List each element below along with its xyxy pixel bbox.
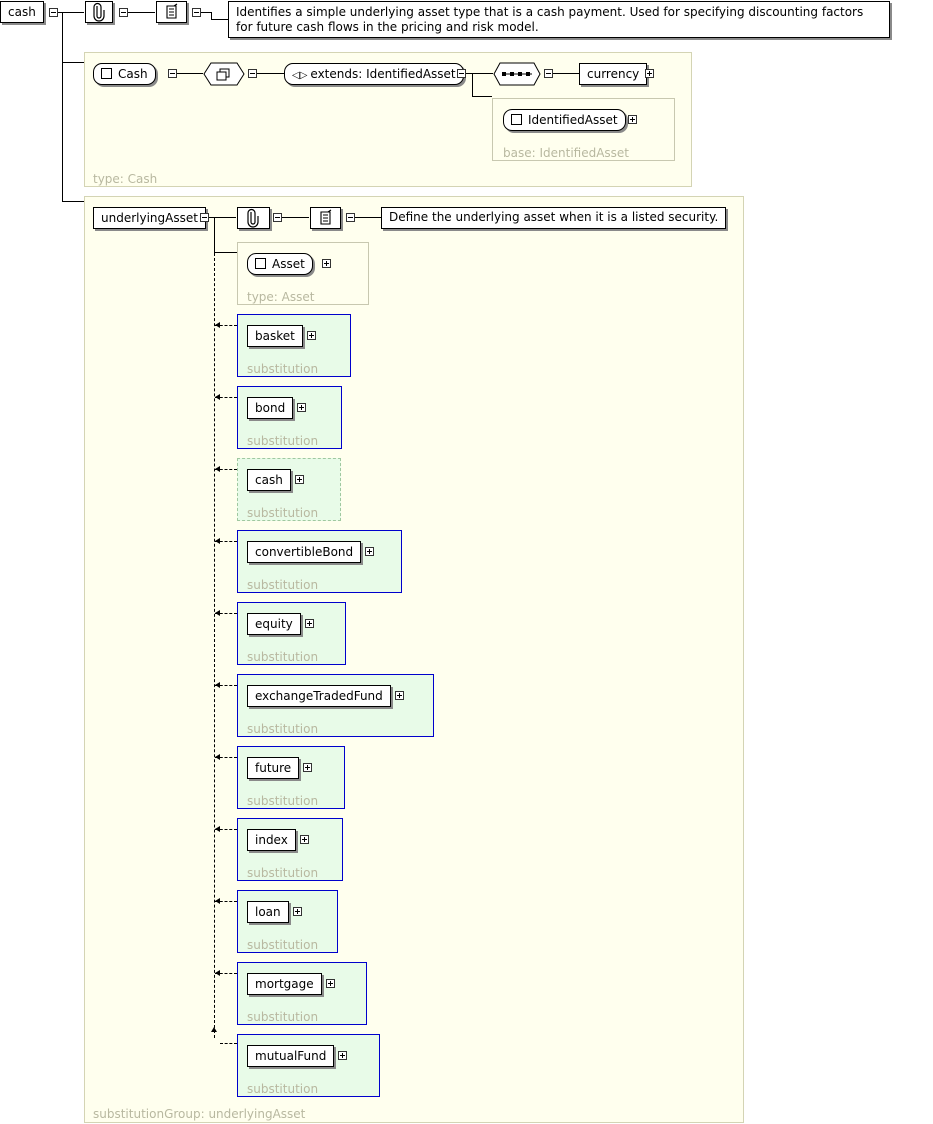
substitution-element[interactable]: loan	[247, 901, 289, 923]
substitution-connector	[215, 829, 237, 830]
substitution-caption: substitution	[247, 578, 319, 592]
substitution-caption: substitution	[247, 866, 319, 880]
expand-toggle[interactable]	[307, 331, 316, 340]
annotation-icon[interactable]	[156, 1, 187, 23]
substitution-caption: substitution	[247, 1010, 319, 1024]
group-caption: substitutionGroup: underlyingAsset	[93, 1107, 306, 1121]
asset-caption: type: Asset	[247, 290, 315, 304]
collapse-toggle[interactable]	[168, 69, 177, 78]
base-label: IdentifiedAsset	[528, 113, 618, 127]
substitution-element[interactable]: index	[247, 829, 296, 851]
expand-toggle[interactable]	[628, 115, 637, 124]
substitution-connector	[215, 685, 237, 686]
substitution-element[interactable]: equity	[247, 613, 301, 635]
substitution-caption: substitution	[247, 794, 319, 808]
arrow-left-icon	[215, 538, 220, 544]
expand-toggle[interactable]	[338, 1051, 347, 1060]
arrow-up-icon	[211, 1027, 217, 1032]
checkbox-icon	[511, 114, 522, 125]
substitution-connector	[215, 541, 237, 542]
collapse-toggle[interactable]	[248, 69, 257, 78]
asset-type[interactable]: Asset	[247, 253, 313, 275]
collapse-toggle[interactable]	[273, 213, 282, 222]
expand-toggle[interactable]	[300, 835, 309, 844]
substitution-connector	[215, 757, 237, 758]
expand-toggle[interactable]	[326, 979, 335, 988]
collapse-toggle[interactable]	[119, 8, 128, 17]
arrow-left-icon	[215, 970, 220, 976]
substitution-caption: substitution	[247, 434, 319, 448]
substitution-element[interactable]: cash	[247, 469, 291, 491]
root-element-cash[interactable]: cash	[0, 1, 44, 23]
collapse-toggle[interactable]	[346, 213, 355, 222]
arrow-left-icon	[215, 466, 220, 472]
underlying-documentation: Define the underlying asset when it is a…	[381, 207, 727, 229]
substitution-connector	[215, 973, 237, 974]
expand-toggle[interactable]	[395, 691, 404, 700]
substitution-element[interactable]: exchangeTradedFund	[247, 685, 391, 707]
checkbox-icon	[101, 68, 112, 79]
asset-label: Asset	[272, 257, 305, 271]
type-caption: type: Cash	[93, 172, 158, 186]
extends-label: extends: IdentifiedAsset	[310, 67, 456, 81]
substitution-element[interactable]: bond	[247, 397, 294, 419]
annotation-icon[interactable]	[310, 207, 341, 229]
sequence-compositor-icon[interactable]	[237, 207, 270, 229]
expand-toggle[interactable]	[295, 475, 304, 484]
substitution-caption: substitution	[247, 722, 319, 736]
expand-toggle[interactable]	[297, 403, 306, 412]
substitution-connector	[215, 469, 237, 470]
base-caption: base: IdentifiedAsset	[503, 146, 630, 160]
substitution-connector	[215, 613, 237, 614]
expand-toggle[interactable]	[293, 907, 302, 916]
sequence-compositor-icon[interactable]	[85, 1, 113, 23]
arrow-left-icon	[215, 754, 220, 760]
substitution-caption: substitution	[247, 938, 319, 952]
substitution-trunk	[214, 253, 215, 1038]
collapse-toggle[interactable]	[457, 69, 466, 78]
base-identified-asset[interactable]: IdentifiedAsset	[503, 109, 626, 131]
complex-type-cash[interactable]: Cash	[93, 63, 156, 85]
element-currency[interactable]: currency	[579, 63, 648, 85]
substitution-caption: substitution	[247, 362, 319, 376]
substitution-element[interactable]: mutualFund	[247, 1045, 335, 1067]
underlying-asset-pane	[84, 196, 744, 1123]
expand-toggle[interactable]	[305, 619, 314, 628]
arrow-left-icon	[215, 682, 220, 688]
arrow-left-icon	[215, 322, 220, 328]
sequence-compositor-icon[interactable]	[493, 62, 541, 89]
substitution-element[interactable]: basket	[247, 325, 303, 347]
substitution-connector	[215, 397, 237, 398]
arrow-left-icon	[215, 898, 220, 904]
substitution-caption: substitution	[247, 1082, 319, 1096]
substitution-element[interactable]: future	[247, 757, 300, 779]
arrow-left-icon	[215, 610, 220, 616]
root-documentation: Identifies a simple underlying asset typ…	[228, 1, 890, 38]
expand-toggle[interactable]	[645, 69, 654, 78]
collapse-toggle[interactable]	[192, 8, 201, 17]
element-underlying-asset[interactable]: underlyingAsset	[93, 207, 206, 229]
arrow-left-icon	[215, 394, 220, 400]
substitution-caption: substitution	[247, 506, 319, 520]
extension-icon: ◁▷	[292, 70, 308, 81]
expand-toggle[interactable]	[303, 763, 312, 772]
all-compositor-icon[interactable]	[203, 62, 245, 89]
substitution-element[interactable]: mortgage	[247, 973, 322, 995]
collapse-toggle[interactable]	[200, 213, 209, 222]
collapse-toggle[interactable]	[544, 69, 553, 78]
substitution-connector	[215, 325, 237, 326]
collapse-toggle[interactable]	[49, 8, 58, 17]
complex-type-label: Cash	[118, 67, 148, 81]
substitution-caption: substitution	[247, 650, 319, 664]
substitution-connector	[215, 901, 237, 902]
arrow-left-icon	[215, 826, 220, 832]
checkbox-icon	[255, 258, 266, 269]
expand-toggle[interactable]	[322, 259, 331, 268]
expand-toggle[interactable]	[365, 547, 374, 556]
extends-box[interactable]: ◁▷extends: IdentifiedAsset	[284, 63, 464, 85]
substitution-connector	[220, 1043, 237, 1044]
substitution-element[interactable]: convertibleBond	[247, 541, 362, 563]
